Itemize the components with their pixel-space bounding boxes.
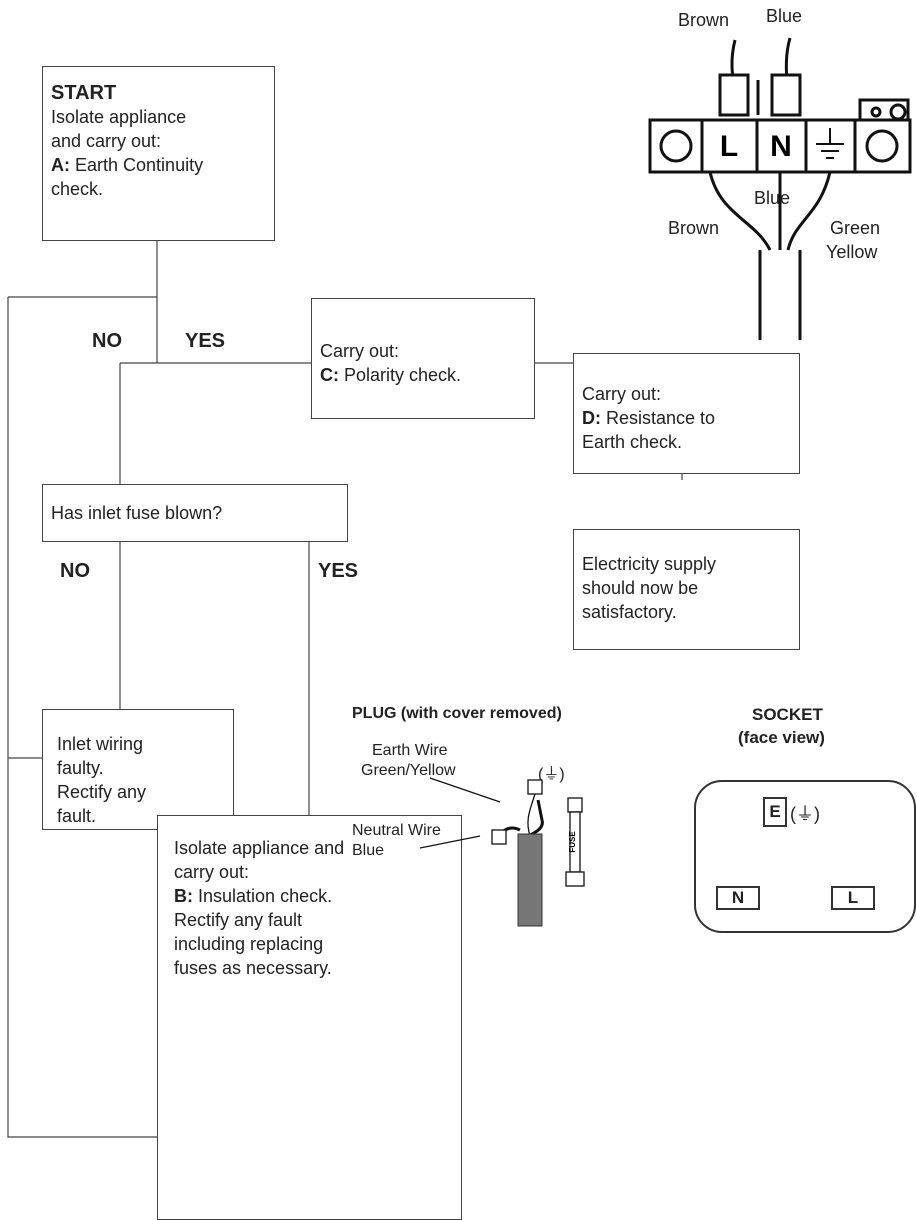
start-box: START Isolate appliance and carry out: A… [42, 66, 275, 241]
fuse-top-cap [567, 797, 583, 813]
satisfactory-box: Electricity supply should now be satisfa… [573, 529, 800, 650]
blue-terminal-sleeve [770, 73, 802, 117]
start-line-1: Isolate appliance [51, 107, 187, 127]
bottom-brown-label: Brown [668, 218, 720, 238]
earth-tag-hole [870, 106, 882, 118]
fuse-bottom-cap [565, 871, 585, 887]
insulation-line-6: fuses as necessary. [174, 958, 332, 978]
resistance-line-3: Earth check. [582, 432, 683, 452]
bottom-blue-label: Blue [754, 188, 791, 208]
insulation-step-text: Insulation check. [198, 886, 333, 906]
earth-wire [527, 793, 536, 837]
plug-neutral-line-2: Blue [352, 842, 385, 859]
polarity-line-1: Carry out: [320, 341, 400, 361]
start-step: A: Earth Continuity [51, 153, 266, 177]
socket-face: E (⏚) N L [694, 780, 916, 933]
fuse-label: FUSE [568, 831, 577, 853]
neutral-pin [491, 829, 507, 845]
polarity-step-text: Polarity check. [344, 365, 462, 385]
earth-pointer-line [429, 777, 501, 803]
resistance-step: D: Resistance to [582, 406, 791, 430]
plug-neutral-line-1: Neutral Wire [352, 822, 441, 839]
terminal-l: L [720, 130, 738, 163]
branch-yes-2: YES [318, 560, 359, 582]
insulation-line-5: including replacing [174, 934, 324, 954]
socket-earth-symbol: (⏚) [790, 804, 820, 824]
top-brown-label: Brown [678, 10, 730, 30]
right-screw [865, 129, 899, 163]
earth-pin [527, 779, 543, 795]
green-yellow-wire-bottom [786, 171, 832, 251]
branch-yes-1: YES [185, 330, 226, 352]
neutral-pointer-line [420, 835, 481, 849]
start-step-letter: A: [51, 155, 70, 175]
cable-outline [758, 250, 802, 340]
start-heading: START [51, 82, 117, 104]
plug-earth-line-2: Green/Yellow [361, 762, 456, 779]
branch-no-1: NO [92, 330, 122, 352]
insulation-line-1: Isolate appliance and [174, 838, 345, 858]
inlet-wiring-box: Inlet wiring faulty. Rectify any fault. [42, 709, 234, 830]
resistance-step-text: Resistance to [606, 408, 716, 428]
socket-subtitle: (face view) [738, 728, 825, 747]
polarity-step: C: Polarity check. [320, 363, 526, 387]
plug-title: PLUG (with cover removed) [352, 705, 562, 722]
socket-title: SOCKET [752, 705, 823, 724]
insulation-step: B: Insulation check. [174, 884, 453, 908]
plug-cable [517, 833, 543, 927]
brown-terminal-sleeve [718, 73, 750, 117]
polarity-step-letter: C: [320, 365, 339, 385]
left-screw [659, 129, 693, 163]
insulation-box: Isolate appliance and carry out: B: Insu… [157, 815, 462, 1220]
start-line-2: and carry out: [51, 131, 162, 151]
socket-live-pin: L [831, 886, 875, 910]
resistance-line-1: Carry out: [582, 384, 662, 404]
connector-no-branch [7, 297, 157, 1138]
branch-no-2: NO [60, 560, 90, 582]
inlet-line-2: faulty. [57, 758, 104, 778]
satisfactory-line-2: should now be [582, 578, 699, 598]
inlet-line-4: fault. [57, 806, 97, 826]
satisfactory-line-3: satisfactory. [582, 602, 677, 622]
top-blue-label: Blue [766, 6, 803, 26]
earth-terminal-icon [816, 128, 844, 159]
polarity-box: Carry out: C: Polarity check. [311, 298, 535, 419]
start-step-text: Earth Continuity [75, 155, 204, 175]
fuse-question-box: Has inlet fuse blown? [42, 484, 348, 542]
inlet-line-3: Rectify any [57, 782, 147, 802]
plug-illustration: FUSE [420, 777, 585, 927]
insulation-line-4: Rectify any fault [174, 910, 303, 930]
plug-earth-line-1: Earth Wire [372, 742, 448, 759]
start-line-4: check. [51, 179, 104, 199]
fuse-question-text: Has inlet fuse blown? [51, 503, 223, 523]
terminal-block-illustration: L N [648, 37, 912, 340]
resistance-step-letter: D: [582, 408, 601, 428]
terminal-n: N [770, 130, 792, 163]
inlet-line-1: Inlet wiring [57, 734, 144, 754]
yellow-label: Yellow [826, 242, 878, 262]
brown-wire-bottom [708, 171, 772, 251]
socket-neutral-pin: N [716, 886, 760, 910]
socket-earth-pin: E [763, 797, 787, 827]
insulation-step-letter: B: [174, 886, 193, 906]
insulation-line-2: carry out: [174, 862, 250, 882]
plug-earth-symbol: (⏚) [538, 766, 565, 783]
satisfactory-line-1: Electricity supply [582, 554, 717, 574]
green-label: Green [830, 218, 881, 238]
resistance-box: Carry out: D: Resistance to Earth check. [573, 353, 800, 474]
